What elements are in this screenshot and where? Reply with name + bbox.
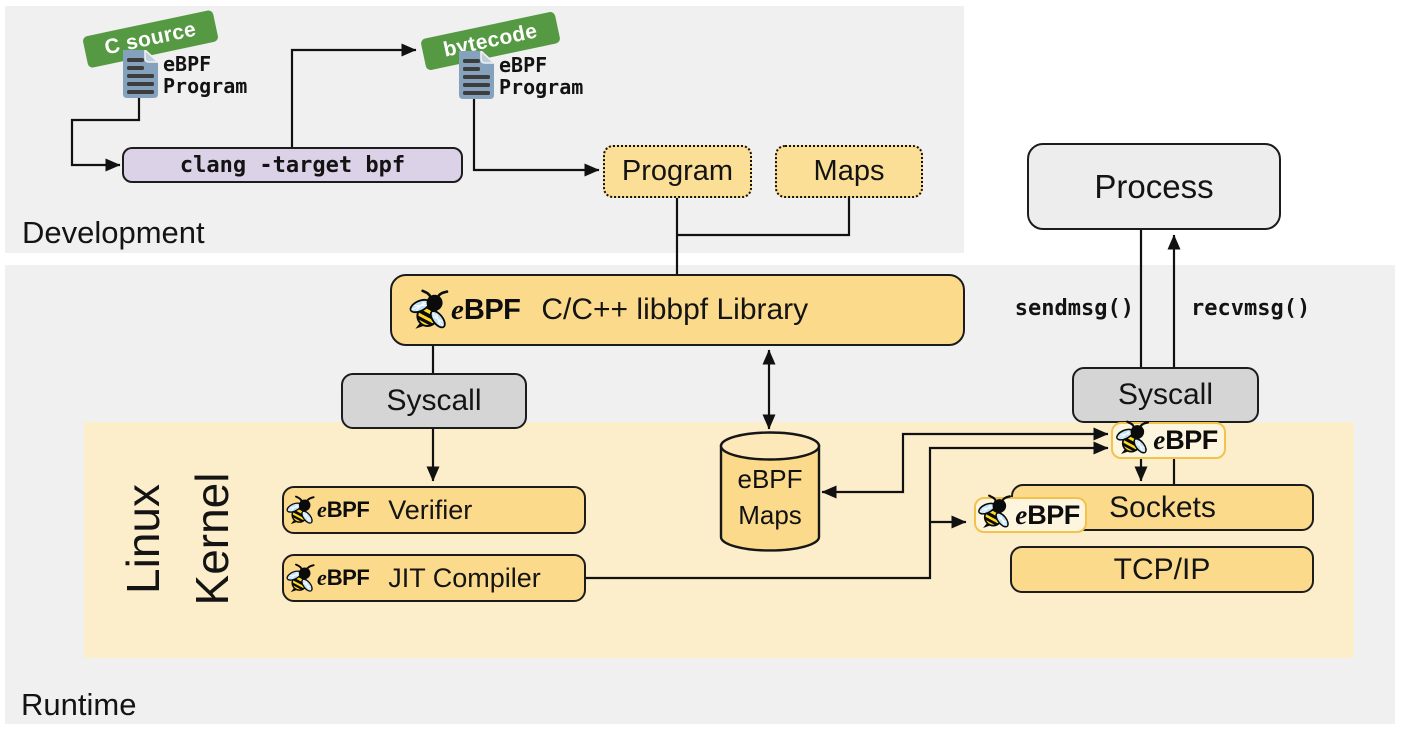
syscall-right-node: Syscall: [1072, 367, 1259, 423]
ebpf-maps-label: eBPF Maps: [715, 461, 825, 533]
ebpf-bee-icon: [413, 290, 453, 330]
ebpf-chip-top: eBPF: [1111, 422, 1226, 459]
ebpf-logo-text: eBPF: [451, 293, 521, 326]
edge-ebpf-maps-to-chip: [821, 427, 1109, 499]
sockets-node-label: Sockets: [1109, 490, 1216, 524]
jit-node: eBPF JIT Compiler: [282, 554, 586, 602]
ebpf-bee-icon: [1119, 421, 1153, 455]
ebpf-maps-label-line1: eBPF: [737, 464, 803, 494]
ebpf-bee-icon: [981, 495, 1015, 529]
clang-node-label: clang -target bpf: [179, 152, 406, 178]
ebpf-logo-text: eBPF: [317, 565, 370, 590]
edge-clang-to-bytecode: [290, 43, 417, 147]
clang-node: clang -target bpf: [122, 147, 463, 183]
program-node-label: Program: [621, 155, 734, 187]
maps-node: Maps: [775, 145, 923, 198]
edge-source-doc-to-clang: [70, 98, 141, 172]
libbpf-node-label: C/C++ libbpf Library: [541, 293, 809, 326]
jit-node-label: JIT Compiler: [388, 562, 541, 593]
ebpf-logo-text: eBPF: [317, 497, 370, 522]
verifier-node: eBPF Verifier: [282, 486, 586, 534]
process-node: Process: [1027, 143, 1281, 230]
program-node: Program: [603, 145, 752, 198]
source-document-icon: [119, 48, 161, 99]
bytecode-document-icon: [455, 49, 497, 100]
linux-kernel-label-line2: Kernel: [186, 472, 238, 606]
ebpf-logo-text: eBPF: [1015, 499, 1080, 530]
tcpip-node-label: TCP/IP: [1113, 552, 1211, 586]
linux-kernel-background: [84, 422, 1354, 658]
edge-maps-to-libbpf: [677, 198, 851, 237]
syscall-left-label: Syscall: [386, 384, 482, 417]
sendmsg-label: sendmsg(): [1014, 296, 1134, 321]
bytecode-document-label: eBPF Program: [499, 53, 584, 99]
runtime-section-label: Runtime: [21, 687, 137, 722]
edge-jit-to-chip: [586, 441, 1109, 580]
recvmsg-label: recvmsg(): [1191, 296, 1311, 321]
linux-kernel-label: Linux Kernel: [109, 473, 247, 606]
syscall-left-node: Syscall: [341, 373, 527, 429]
source-document-label: eBPF Program: [163, 52, 248, 98]
tcpip-node: TCP/IP: [1010, 546, 1314, 593]
libbpf-node: eBPF C/C++ libbpf Library: [390, 274, 965, 346]
maps-node-label: Maps: [813, 155, 885, 187]
verifier-node-label: Verifier: [388, 494, 473, 525]
ebpf-bee-icon: [289, 564, 318, 593]
development-section-label: Development: [22, 215, 205, 250]
ebpf-logo-text: eBPF: [1153, 425, 1218, 455]
process-node-label: Process: [1094, 167, 1214, 205]
ebpf-maps-cylinder: [719, 431, 821, 552]
ebpf-chip-sockets: eBPF: [974, 497, 1087, 533]
ebpf-maps-label-line2: Maps: [738, 500, 802, 530]
syscall-right-label: Syscall: [1117, 378, 1214, 411]
linux-kernel-label-line1: Linux: [117, 484, 169, 594]
ebpf-bee-icon: [289, 496, 318, 525]
edge-bytecode-doc-to-program: [472, 99, 600, 177]
